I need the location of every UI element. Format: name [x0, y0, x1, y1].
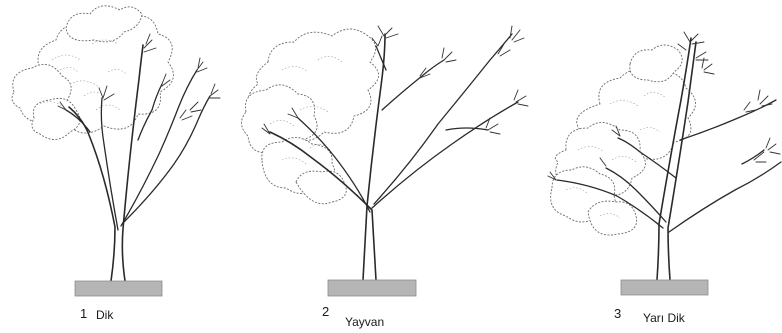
tree-3-ground — [621, 280, 708, 295]
tree-2-spreading: 2 Yayvan — [241, 26, 528, 329]
tree-1-upright: 1 Dik — [12, 6, 220, 322]
tree-3-number: 3 — [614, 306, 621, 321]
tree-2-number: 2 — [322, 304, 329, 319]
tree-2-ground — [328, 280, 416, 296]
tree-1-foliage — [12, 6, 173, 140]
tree-1-number: 1 — [80, 306, 87, 321]
tree-1-ground — [75, 281, 162, 296]
tree-1-label: Dik — [96, 308, 114, 322]
tree-3-label: Yarı Dik — [643, 311, 686, 325]
tree-2-foliage — [241, 29, 378, 204]
tree-2-label: Yayvan — [345, 315, 384, 329]
tree-3-semi-upright: 3 Yarı Dik — [548, 32, 781, 325]
